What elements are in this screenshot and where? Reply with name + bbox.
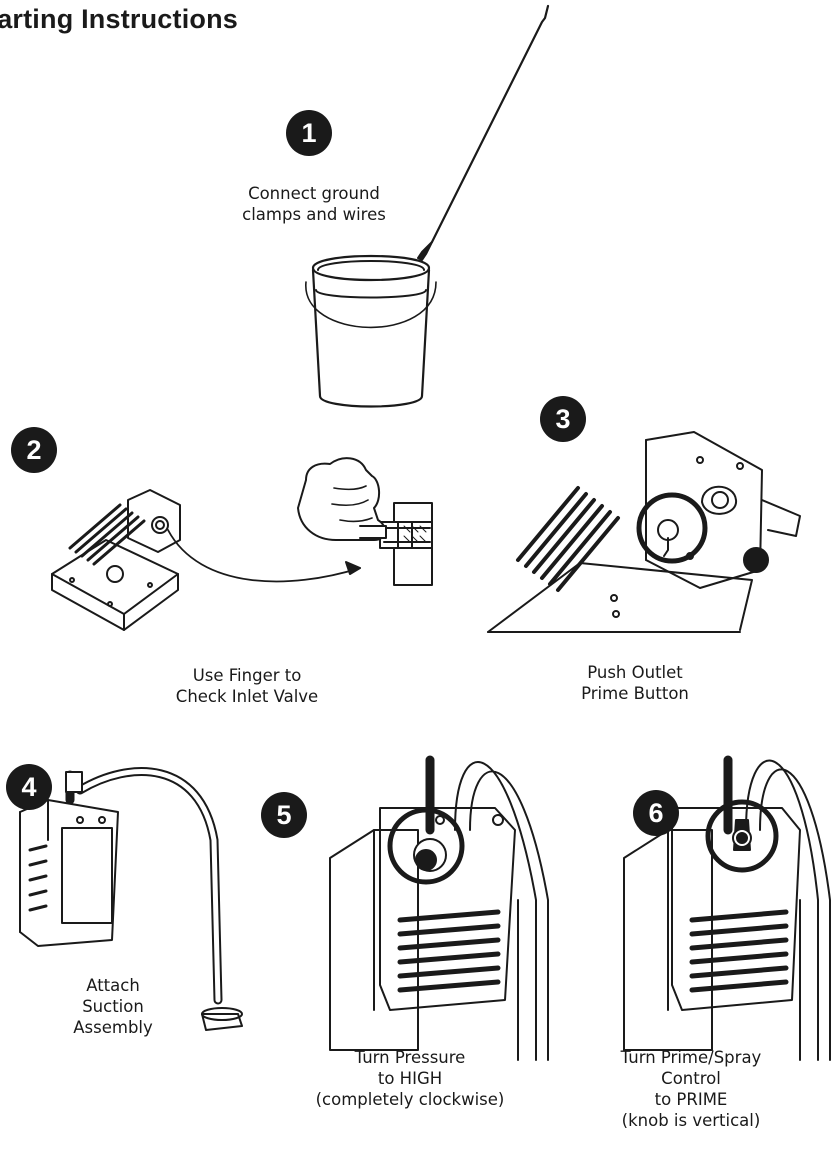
caption-line: (knob is vertical) [621, 1111, 761, 1130]
caption-line: (completely clockwise) [315, 1090, 505, 1109]
pump-head [127, 489, 181, 553]
pressure-highlight [387, 807, 465, 885]
step-6-caption: Turn Prime/Spray Control to PRIME (knob … [606, 1047, 776, 1131]
caption-line: Connect ground [248, 184, 380, 203]
arrow-head [345, 561, 361, 575]
outlet-fitting [701, 485, 738, 515]
step-2-badge: 2 [11, 427, 57, 473]
finger-hand [297, 457, 386, 541]
coiled-ground-wire [430, 4, 550, 244]
inlet-valve-finger-icon [51, 457, 433, 631]
caption-line: Attach [86, 976, 140, 995]
step-1-badge: 1 [286, 110, 332, 156]
prime-button-highlight [636, 492, 708, 564]
prime-highlight [705, 799, 779, 873]
suction-tube [75, 767, 223, 1005]
caption-line: Assembly [73, 1018, 153, 1037]
bucket-body [311, 268, 431, 408]
hose-loop [745, 759, 831, 1061]
wire-clamp [417, 241, 433, 261]
pressure-knob-icon [329, 755, 549, 1061]
caption-line: Check Inlet Valve [175, 687, 319, 706]
step-2-caption: Use Finger to Check Inlet Valve [152, 665, 342, 707]
caption-line: Use Finger to [192, 666, 302, 685]
pump-top [487, 562, 753, 633]
outlet-prime-button-icon [487, 431, 801, 633]
page-title: tarting Instructions [0, 4, 239, 34]
fins [516, 486, 620, 592]
hose-loop [454, 761, 549, 1061]
strainer [201, 1013, 243, 1031]
bucket-handle [305, 281, 437, 329]
step-5-badge: 5 [261, 792, 307, 838]
pump-front [379, 807, 516, 1011]
step-3-badge: 3 [540, 396, 586, 442]
suction-assembly-icon [19, 767, 243, 1031]
caption-line: Suction [82, 997, 144, 1016]
bucket-inner-rim [317, 260, 425, 271]
arrow-curve [167, 529, 361, 583]
caption-line: to HIGH [377, 1069, 443, 1088]
caption-line: Push Outlet [587, 663, 683, 682]
step-4-caption: Attach Suction Assembly [58, 975, 168, 1038]
step-1-caption: Connect ground clamps and wires [224, 183, 404, 225]
pump-front [671, 807, 801, 1011]
box [329, 829, 419, 1051]
caption-line: Control [661, 1069, 721, 1088]
pump-fins [68, 503, 146, 566]
ground-wire-bucket-icon [305, 4, 550, 408]
step-3-caption: Push Outlet Prime Button [560, 662, 710, 704]
step-5-caption: Turn Pressure to HIGH (completely clockw… [300, 1047, 520, 1110]
step-6-badge: 6 [633, 790, 679, 836]
caption-line: Turn Pressure [354, 1048, 466, 1067]
bucket-band [315, 289, 427, 299]
bucket-rim [311, 254, 431, 282]
step-4-badge: 4 [6, 764, 52, 810]
prime-spray-knob-icon [623, 755, 831, 1061]
caption-line: Turn Prime/Spray [620, 1048, 762, 1067]
caption-line: clamps and wires [242, 205, 386, 224]
caption-line: Prime Button [581, 684, 689, 703]
caption-line: to PRIME [654, 1090, 728, 1109]
